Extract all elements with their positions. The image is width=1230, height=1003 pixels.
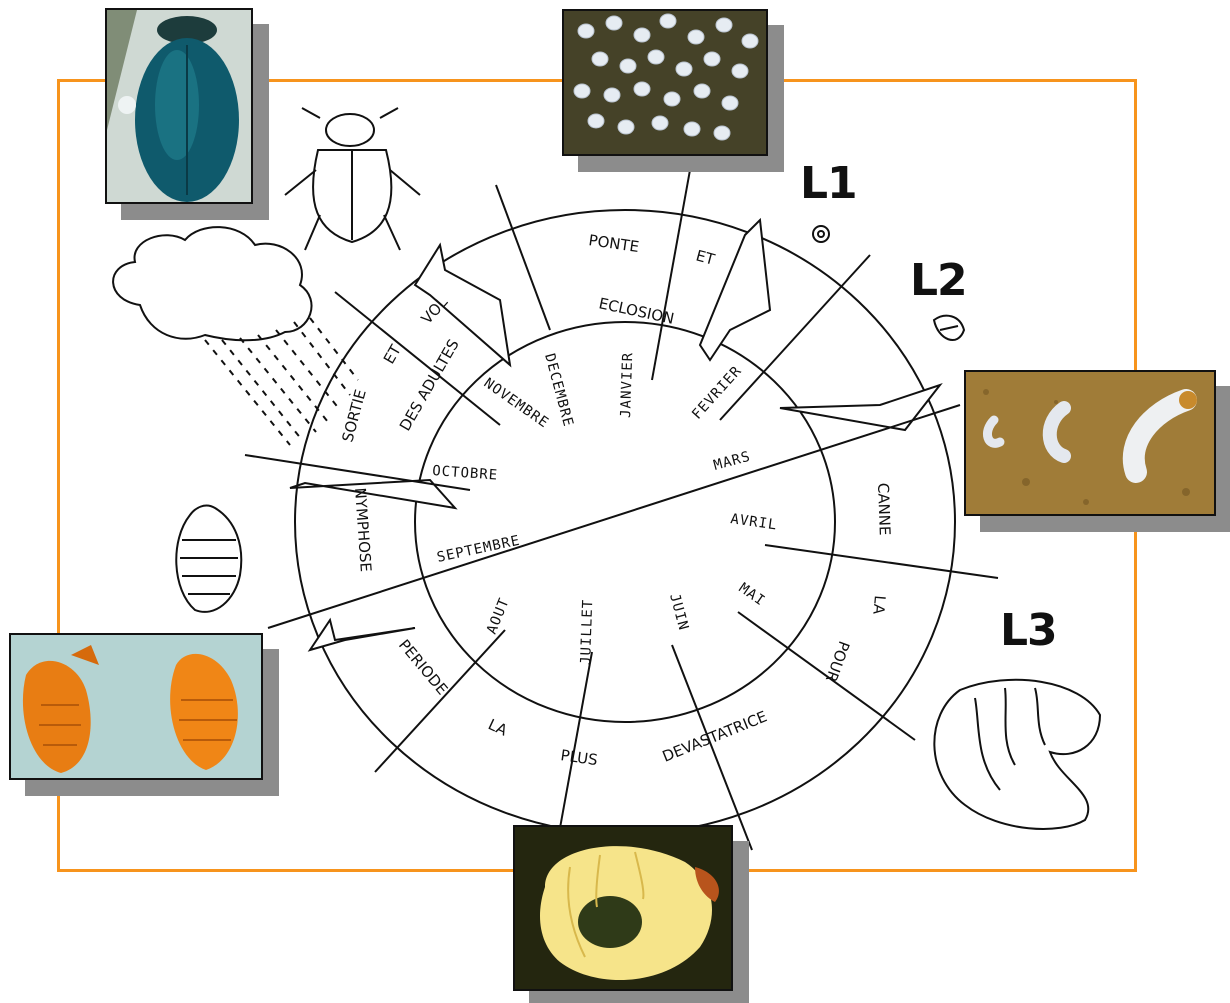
pupae-photo — [9, 633, 263, 780]
pupae-photo-art — [11, 635, 261, 778]
month-fevrier: FEVRIER — [689, 363, 745, 423]
grub-drawing — [934, 680, 1100, 829]
phase-sortie: SORTIE — [338, 387, 369, 444]
stage-label-l1: L1 — [800, 158, 857, 209]
month-juin: JUIN — [666, 592, 691, 633]
stage-label-l2: L2 — [910, 255, 967, 306]
month-janvier: JANVIER — [618, 352, 636, 419]
phase-periode: PERIODE — [395, 636, 451, 698]
phase-nymphose: NYMPHOSE — [351, 487, 375, 573]
phase-et-1: ET — [694, 246, 717, 268]
beetle-drawing — [285, 108, 420, 250]
larvae-photo — [964, 370, 1216, 516]
pupa-drawing — [176, 506, 241, 612]
month-avril: AVRIL — [729, 511, 778, 533]
phase-la-1: LA — [869, 595, 889, 616]
grub-photo-art — [515, 827, 731, 989]
phase-ponte: PONTE — [587, 231, 640, 256]
month-octobre: OCTOBRE — [432, 463, 499, 484]
phase-plus: PLUS — [559, 746, 598, 769]
phase-canne: CANNE — [874, 483, 894, 536]
beetle-photo-art — [107, 10, 251, 202]
month-aout: AOUT — [484, 596, 513, 637]
month-juillet: JUILLET — [578, 599, 596, 666]
eggs-photo-art — [564, 11, 766, 154]
month-novembre: NOVEMBRE — [481, 375, 552, 431]
month-mai: MAI — [736, 580, 768, 609]
eggs-photo — [562, 9, 768, 156]
phase-la-2: LA — [485, 715, 510, 740]
stage-label-l3: L3 — [1000, 605, 1057, 656]
phase-pour: POUR — [822, 639, 853, 685]
grub-photo — [513, 825, 733, 991]
larvae-photo-art — [966, 372, 1214, 514]
cloud-rain-icon — [113, 227, 311, 340]
month-mars: MARS — [712, 449, 753, 474]
beetle-photo — [105, 8, 253, 204]
phase-des-adultes: DES ADULTES — [396, 336, 463, 434]
